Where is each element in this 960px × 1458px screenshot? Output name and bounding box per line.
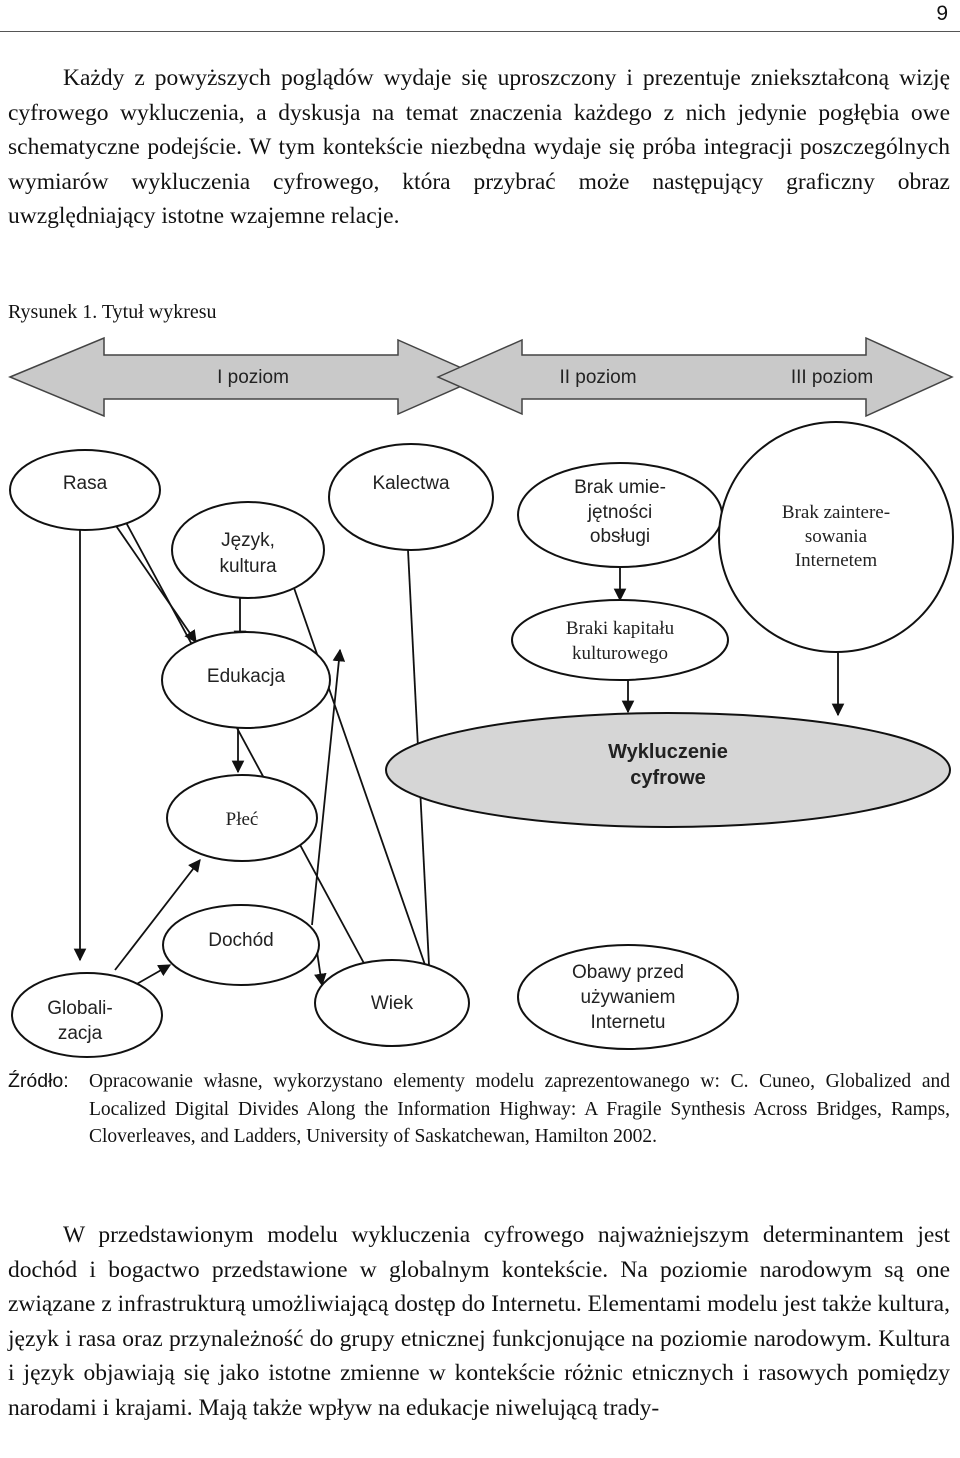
node-obawy: Obawy przed używaniem Internetu (517, 944, 739, 1050)
header-rule (0, 31, 960, 32)
node-brak-umiejetnosci: Brak umie- jętności obsługi (517, 462, 723, 568)
svg-text:sowania: sowania (805, 526, 868, 547)
svg-text:Edukacja: Edukacja (207, 666, 286, 687)
svg-text:cyfrowe: cyfrowe (630, 767, 706, 789)
svg-text:jętności: jętności (587, 502, 652, 523)
node-jezyk-kultura: Język, kultura (171, 501, 325, 599)
level-label-3: III poziom (791, 367, 873, 388)
svg-text:Braki kapitału: Braki kapitału (566, 618, 675, 639)
svg-text:Globali-: Globali- (47, 998, 112, 1019)
node-wiek: Wiek (314, 959, 470, 1047)
arrow-globalizacja-dochod (134, 964, 172, 986)
node-wykluczenie-cyfrowe: Wykluczenie cyfrowe (385, 712, 951, 828)
svg-text:używaniem: używaniem (580, 987, 675, 1008)
svg-text:Internetem: Internetem (795, 550, 878, 571)
node-kalectwa: Kalectwa (328, 443, 494, 551)
intro-paragraph: Każdy z powyższych poglądów wydaje się u… (8, 65, 950, 229)
svg-text:kulturowego: kulturowego (572, 643, 668, 664)
svg-text:Dochód: Dochód (208, 930, 274, 951)
svg-text:Rasa: Rasa (63, 473, 108, 494)
svg-text:Płeć: Płeć (226, 809, 259, 830)
svg-text:Wiek: Wiek (371, 993, 414, 1014)
node-globalizacja: Globali- zacja (11, 972, 163, 1058)
node-braki-kapitalu: Braki kapitału kulturowego (511, 599, 729, 681)
svg-text:Język,: Język, (221, 530, 275, 551)
svg-text:Brak umie-: Brak umie- (574, 477, 666, 498)
level-label-1: I poziom (217, 367, 289, 388)
arrow-rasa-wiek (121, 514, 374, 982)
node-dochod: Dochód (162, 904, 320, 986)
svg-text:Internetu: Internetu (591, 1012, 666, 1033)
arrow-globalizacja-plec (114, 859, 201, 971)
svg-text:zacja: zacja (58, 1023, 103, 1044)
source-text: Opracowanie własne, wykorzystano element… (89, 1071, 950, 1147)
digital-exclusion-diagram: I poziom II poziom III poziom Rasa Język… (8, 336, 954, 1058)
svg-text:Brak zaintere-: Brak zaintere- (782, 502, 890, 523)
svg-text:kultura: kultura (219, 556, 276, 577)
arrow-dochod-edukacja (311, 648, 346, 926)
page-number: 9 (936, 2, 948, 25)
level-label-2: II poziom (559, 367, 636, 388)
svg-text:Obawy przed: Obawy przed (572, 962, 684, 983)
svg-text:Wykluczenie: Wykluczenie (608, 741, 728, 763)
node-edukacja: Edukacja (161, 631, 331, 729)
level-arrow-band: I poziom II poziom III poziom (8, 336, 954, 418)
node-brak-zainteresowania: Brak zaintere- sowania Internetem (718, 421, 954, 653)
node-plec: Płeć (166, 774, 318, 862)
figure-source: Źródło: Opracowanie własne, wykorzystano… (8, 1068, 950, 1151)
body-paragraph: W przedstawionym modelu wykluczenia cyfr… (8, 1222, 950, 1421)
arrow-rasa-edukacja (111, 519, 197, 644)
svg-text:Kalectwa: Kalectwa (372, 473, 450, 494)
source-label: Źródło: (8, 1070, 69, 1092)
node-rasa: Rasa (9, 449, 161, 531)
figure-caption: Rysunek 1. Tytuł wykresu (8, 301, 217, 323)
svg-text:obsługi: obsługi (590, 526, 650, 547)
arrow-jezyk-wiek (292, 584, 435, 987)
